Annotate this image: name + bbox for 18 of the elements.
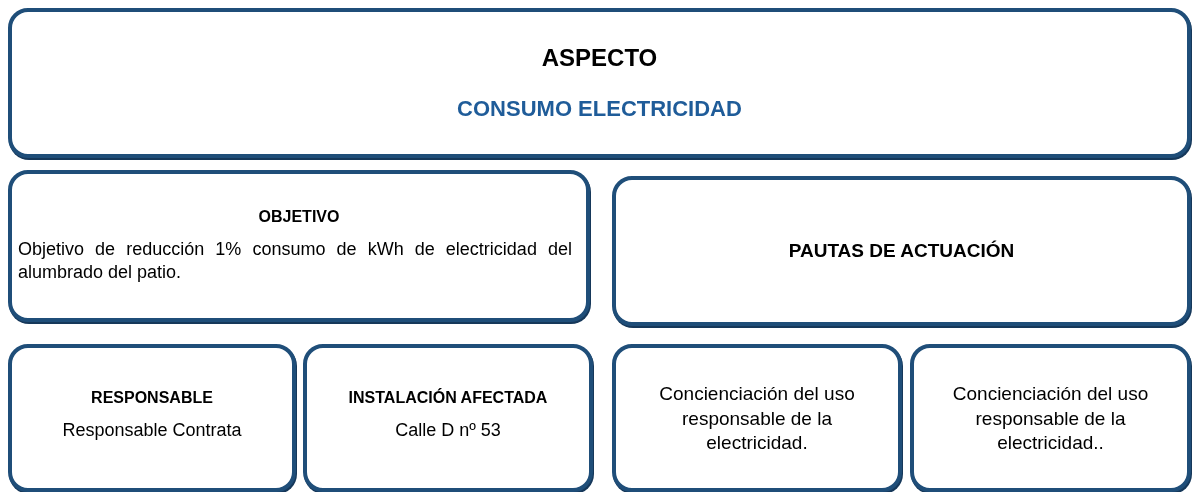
box-text: Concienciación del uso responsable de la electricidad.. xyxy=(951,382,1150,456)
rounded-box xyxy=(910,344,1191,492)
box-heading: ASPECTO xyxy=(541,43,658,74)
box-heading: OBJETIVO xyxy=(258,207,340,228)
rounded-box xyxy=(8,170,590,322)
rounded-box xyxy=(612,344,902,492)
box-heading: INSTALACIÓN AFECTADA xyxy=(348,388,548,408)
rounded-box xyxy=(8,8,1191,158)
rounded-box xyxy=(8,344,296,492)
box-heading: PAUTAS DE ACTUACIÓN xyxy=(788,238,1015,263)
box-text: Calle D nº 53 xyxy=(395,418,501,442)
rounded-box xyxy=(612,176,1191,326)
box-heading: RESPONSABLE xyxy=(91,388,213,408)
box-text: Objetivo de reducción 1% consumo de kWh de electricidad del alumbrado del patio. xyxy=(17,238,573,285)
rounded-box xyxy=(303,344,593,492)
box-text: CONSUMO ELECTRICIDAD xyxy=(457,95,742,124)
box-text: Concienciación del uso responsable de la electricidad. xyxy=(658,382,856,456)
box-text: Responsable Contrata xyxy=(62,418,242,442)
